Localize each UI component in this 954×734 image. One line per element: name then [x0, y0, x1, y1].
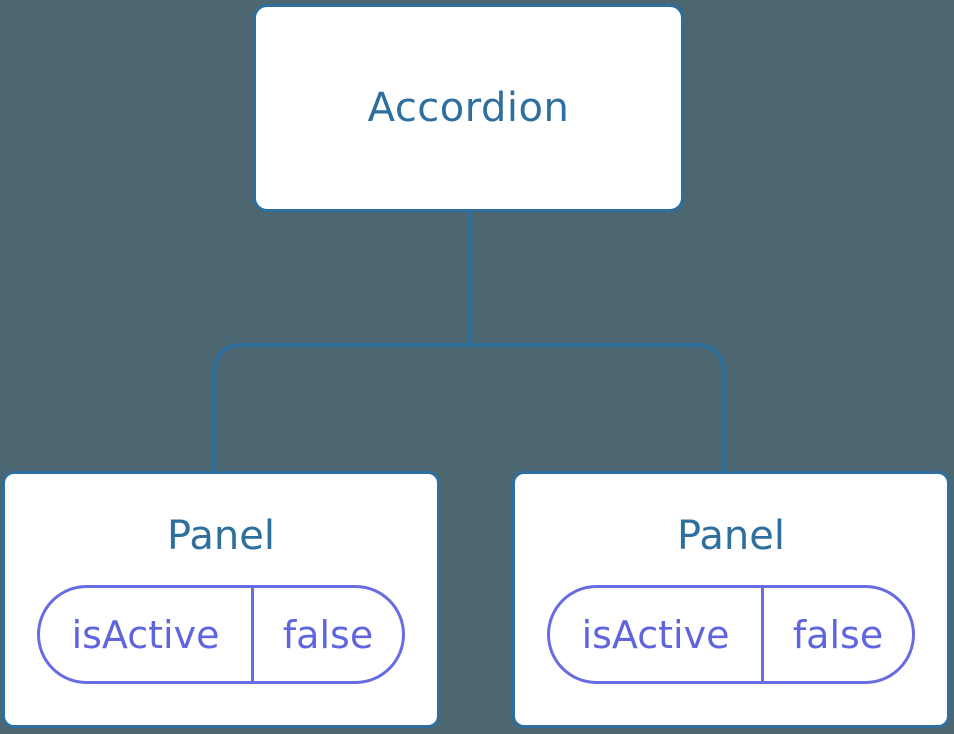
state-pill: isActive false	[37, 585, 405, 684]
connector-stem	[467, 211, 471, 347]
child-node-label: Panel	[167, 513, 275, 559]
root-node-label: Accordion	[367, 85, 570, 131]
state-name: isActive	[581, 612, 730, 657]
state-name: isActive	[71, 612, 220, 657]
state-value: false	[761, 588, 912, 681]
child-node-panel-left: Panel isActive false	[2, 471, 440, 728]
root-node-accordion: Accordion	[253, 4, 684, 212]
state-value: false	[251, 588, 402, 681]
child-node-label: Panel	[677, 513, 785, 559]
child-node-panel-right: Panel isActive false	[512, 471, 950, 728]
state-pill: isActive false	[547, 585, 915, 684]
connector-branch	[212, 343, 726, 471]
